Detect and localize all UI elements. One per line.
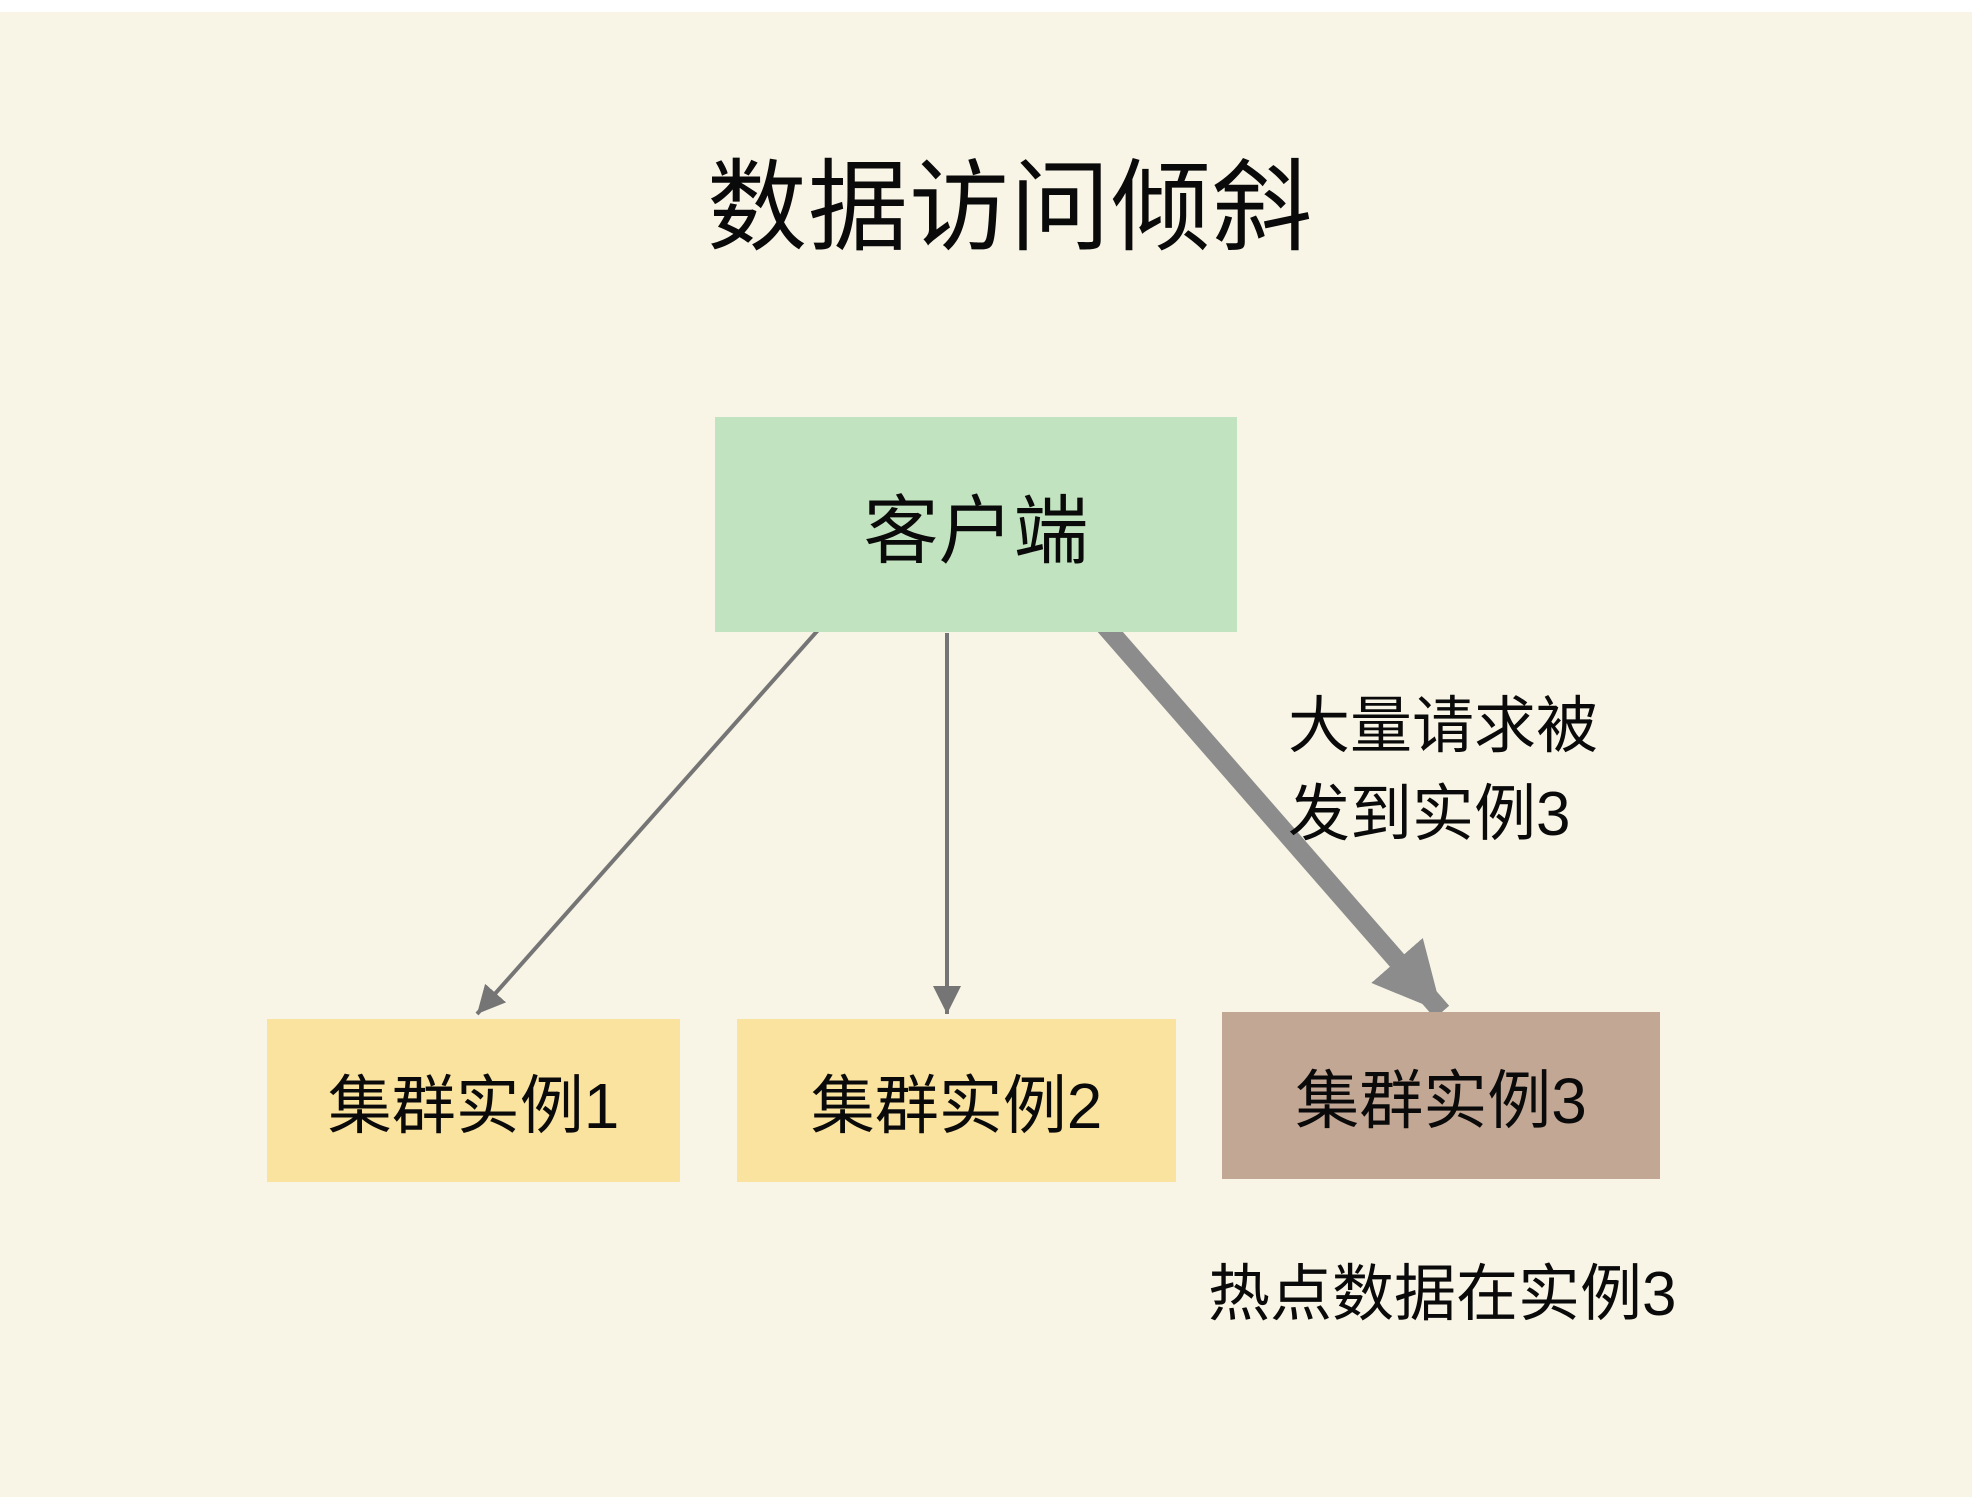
arrow-client-to-instance3-thick: [1077, 596, 1450, 1019]
instance-1-node-label: 集群实例1: [327, 1069, 620, 1142]
thick-arrow-annotation-line1: 大量请求被: [1288, 692, 1599, 761]
thick-arrow-annotation-line2: 发到实例3: [1288, 780, 1571, 849]
hot-data-annotation: 热点数据在实例3: [1208, 1260, 1677, 1329]
top-white-strip: [0, 0, 1972, 12]
instance-3-node: 集群实例3: [1222, 1012, 1660, 1179]
client-node: 客户端: [715, 417, 1237, 632]
instance-2-node: 集群实例2: [737, 1019, 1176, 1182]
thick-arrow-annotation: 大量请求被 发到实例3: [1288, 683, 1598, 859]
arrow-client-to-instance1: [475, 627, 821, 1016]
instance-2-node-label: 集群实例2: [810, 1069, 1103, 1142]
client-node-label: 客户端: [863, 489, 1089, 573]
page-title: 数据访问倾斜: [707, 152, 1313, 264]
instance-1-node: 集群实例1: [267, 1019, 680, 1182]
instance-3-node-label: 集群实例3: [1295, 1064, 1587, 1137]
